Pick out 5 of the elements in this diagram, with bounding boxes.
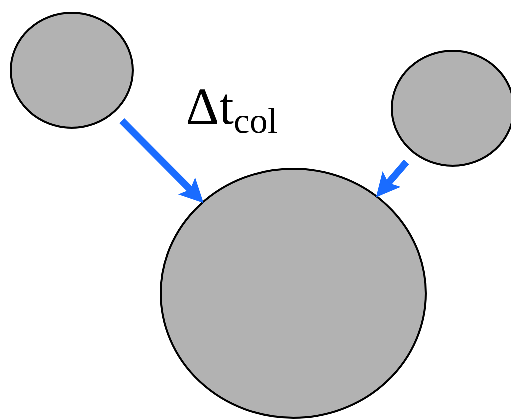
arrow [120,118,206,206]
arrow [374,160,410,200]
time-label: Δt$_{col}$ [186,82,278,139]
circle-shape [11,13,133,128]
circle-shape [161,169,426,418]
